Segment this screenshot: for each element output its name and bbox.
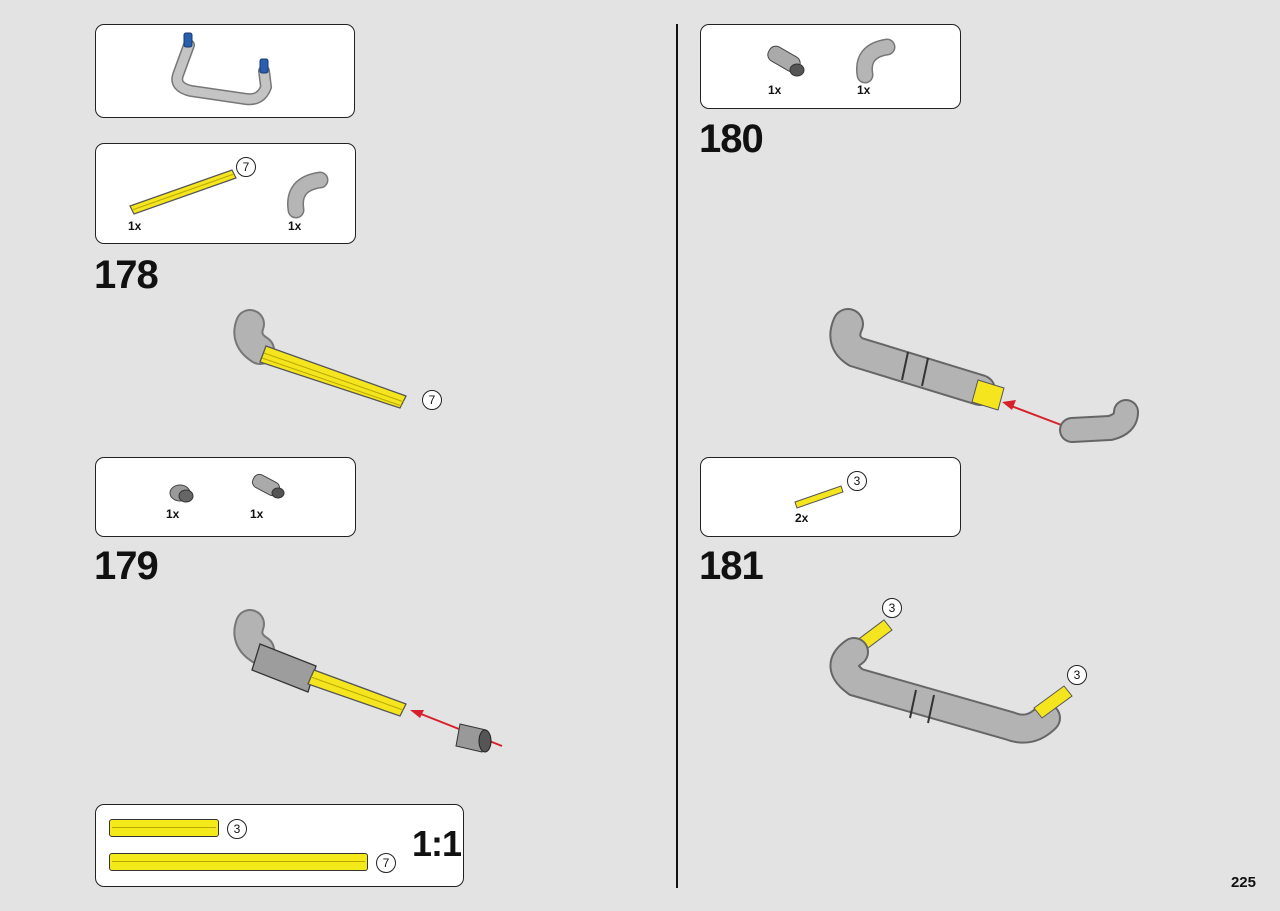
long-axle-length-label: 7: [376, 853, 396, 873]
parts-list-box-step-181: 3 2x: [700, 457, 961, 537]
bushing-part-image: [169, 484, 194, 503]
step-180-assembly-image: [829, 308, 1139, 443]
short-axle-length-label: 3: [227, 819, 247, 839]
step-number: 178: [94, 253, 159, 297]
long-axle-ruler: [109, 853, 368, 871]
step-number: 179: [94, 544, 159, 588]
yellow-axle-part-image: [129, 169, 237, 215]
step-number: 180: [699, 117, 764, 161]
scale-ruler-box: 3 7 1:1: [95, 804, 464, 887]
parts-list-box-step-179: 1x 1x: [95, 457, 356, 537]
submodel-callout-box: [95, 24, 355, 118]
part-quantity: 1x: [768, 83, 782, 97]
page-number: 225: [1230, 874, 1256, 891]
pin-connector-part-image: [251, 473, 285, 499]
short-axle-ruler: [109, 819, 219, 837]
part-quantity: 2x: [795, 511, 809, 525]
pin-connector-part-image: [767, 45, 805, 77]
scale-label: 1:1: [412, 823, 462, 864]
axle-length-callout: 3: [1067, 665, 1087, 685]
step-179-assembly-image: [233, 609, 503, 753]
short-axle-part-image: [794, 485, 844, 509]
step-number: 181: [699, 544, 764, 588]
part-quantity: 1x: [857, 83, 871, 97]
column-divider: [676, 24, 678, 888]
part-quantity: 1x: [250, 507, 264, 521]
axle-length-callout: 7: [422, 390, 442, 410]
part-quantity: 1x: [128, 219, 142, 233]
parts-list-box-step-180: 1x 1x: [700, 24, 961, 109]
axle-length-callout: 3: [847, 471, 867, 491]
part-quantity: 1x: [166, 507, 180, 521]
step-178-assembly-image: [233, 309, 407, 409]
pipe-elbow-part-image: [855, 38, 896, 84]
curved-pipe-submodel-image: [171, 32, 273, 106]
pipe-elbow-part-image: [287, 171, 329, 219]
axle-length-callout: 3: [882, 598, 902, 618]
part-quantity: 1x: [288, 219, 302, 233]
axle-length-callout: 7: [236, 157, 256, 177]
step-181-assembly-image: [829, 619, 1073, 744]
parts-list-box-step-178: 7 1x 1x: [95, 143, 356, 244]
